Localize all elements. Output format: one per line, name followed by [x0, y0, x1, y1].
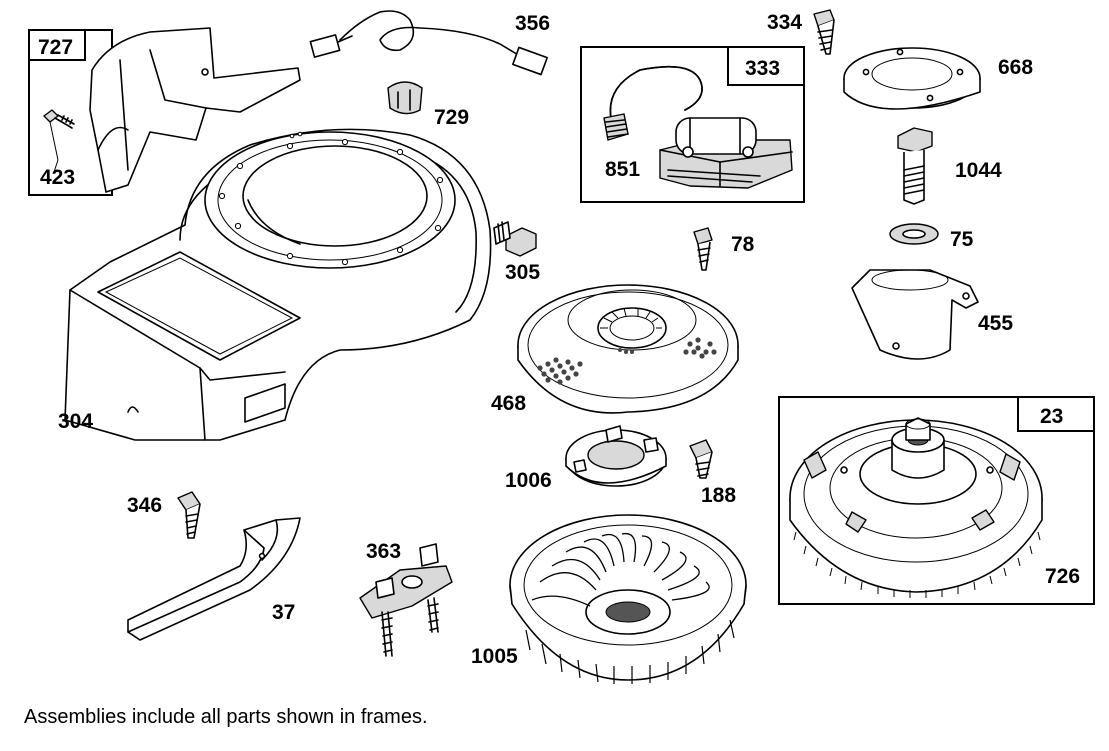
- frame-333: [580, 46, 805, 203]
- label-334: 334: [767, 11, 802, 34]
- part-455-cup[interactable]: [851, 269, 979, 360]
- label-304: 304: [58, 410, 93, 433]
- part-304-blower-housing[interactable]: [64, 128, 492, 441]
- part-363-bracket[interactable]: [359, 543, 453, 657]
- part-727-baffle[interactable]: [89, 27, 301, 193]
- part-423-screw[interactable]: [43, 109, 75, 161]
- leader-lines: [53, 159, 59, 173]
- label-1044: 1044: [955, 159, 1002, 182]
- part-468-screen[interactable]: [517, 284, 739, 414]
- label-1006: 1006: [505, 469, 552, 492]
- label-727: 727: [38, 36, 73, 59]
- part-305-bolt[interactable]: [493, 221, 537, 257]
- label-356: 356: [515, 12, 550, 35]
- label-23: 23: [1040, 405, 1063, 428]
- label-468: 468: [491, 392, 526, 415]
- part-75-washer[interactable]: [889, 223, 939, 245]
- label-851: 851: [605, 158, 640, 181]
- part-78-screw[interactable]: [693, 227, 713, 271]
- part-333-armature[interactable]: [609, 65, 793, 189]
- part-729-grommet[interactable]: [387, 81, 423, 115]
- label-305: 305: [505, 261, 540, 284]
- part-668-plate[interactable]: [843, 47, 981, 110]
- label-188: 188: [701, 484, 736, 507]
- part-37-air-guide[interactable]: [127, 517, 301, 641]
- frame-23: [778, 396, 1095, 605]
- part-334-screw[interactable]: [813, 9, 835, 55]
- part-1044-bolt[interactable]: [897, 127, 933, 205]
- label-423: 423: [40, 166, 75, 189]
- part-346-screw[interactable]: [177, 491, 201, 539]
- assemblies-note: Assemblies include all parts shown in fr…: [24, 706, 428, 728]
- part-labels: 727 423 356 729 334 668 333 851 1044 305…: [38, 11, 1080, 668]
- part-726-flywheel[interactable]: [789, 417, 1043, 598]
- label-363: 363: [366, 540, 401, 563]
- part-1005-fan[interactable]: [509, 514, 747, 684]
- label-668: 668: [998, 56, 1033, 79]
- label-729: 729: [434, 106, 469, 129]
- part-356-wire-lead[interactable]: [309, 10, 548, 76]
- label-75: 75: [950, 228, 974, 251]
- label-1005: 1005: [471, 645, 518, 668]
- label-726: 726: [1045, 565, 1080, 588]
- part-1006-retainer[interactable]: [565, 425, 667, 487]
- part-851-spring[interactable]: [603, 113, 629, 141]
- label-333: 333: [745, 57, 780, 80]
- label-455: 455: [978, 312, 1013, 335]
- label-78: 78: [731, 233, 755, 256]
- part-188-screw[interactable]: [689, 439, 713, 479]
- label-37: 37: [272, 601, 295, 624]
- label-346: 346: [127, 494, 162, 517]
